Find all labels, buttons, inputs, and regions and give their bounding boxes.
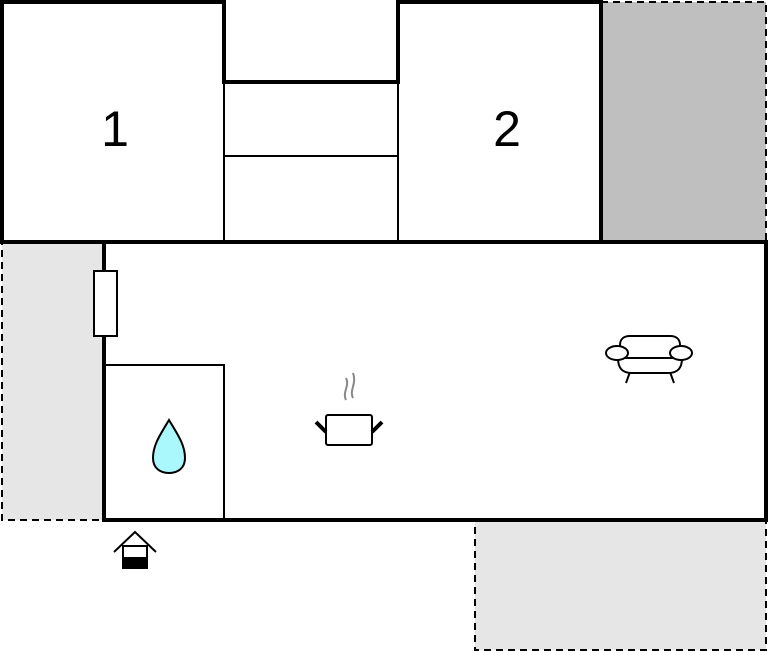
- terrace-left: [1, 242, 105, 521]
- bedroom-1-label: 1: [101, 101, 129, 157]
- terrace-top-right: [600, 1, 767, 243]
- stairs-area: [223, 81, 399, 243]
- door-icon: [93, 270, 118, 337]
- terrace-bottom-right: [474, 519, 767, 651]
- entrance-icon: [113, 530, 157, 569]
- water-drop-icon: [151, 418, 187, 475]
- cooking-pot-icon: [314, 372, 384, 446]
- bedroom-1-walls: [0, 0, 603, 244]
- sofa-icon: [605, 335, 693, 384]
- bedroom-2-label: 2: [493, 101, 521, 157]
